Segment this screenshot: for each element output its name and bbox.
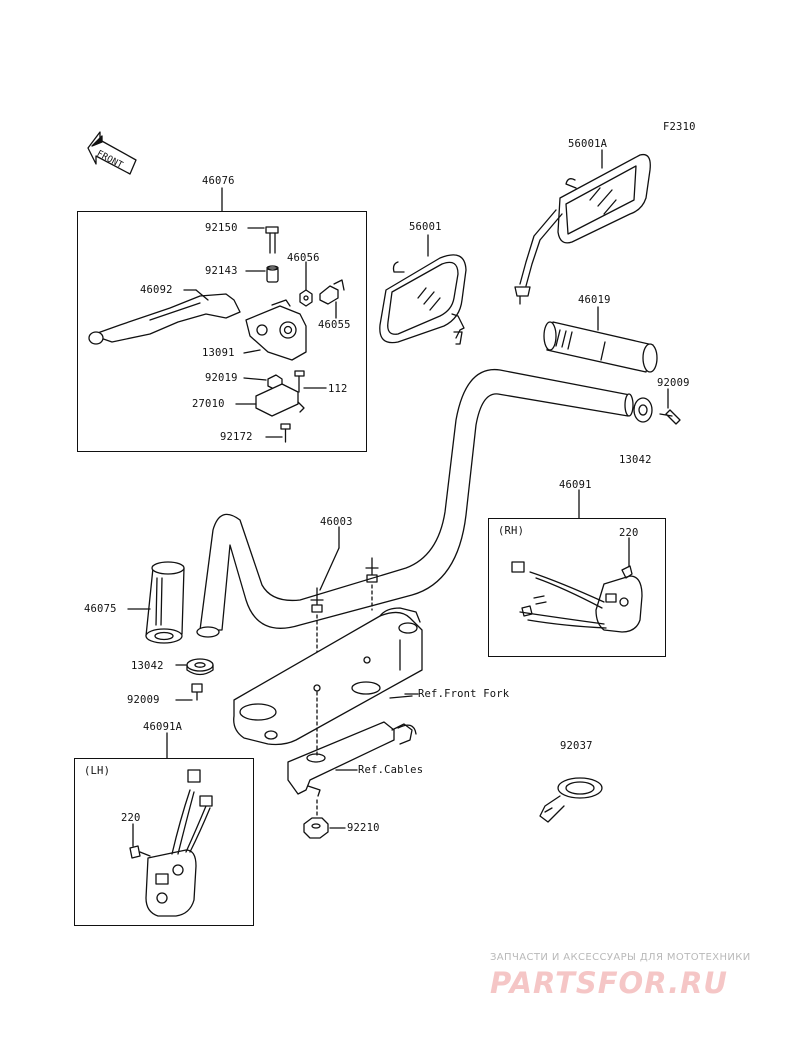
part-46091: 46091 — [559, 479, 592, 491]
right-switch-group-box — [488, 518, 666, 657]
left-bar-end — [186, 658, 214, 701]
part-92210: 92210 — [347, 822, 380, 834]
watermark-logo: PARTSFOR.RU — [490, 966, 728, 1000]
part-13091: 13091 — [202, 347, 235, 359]
part-92150: 92150 — [205, 222, 238, 234]
part-13042-right: 13042 — [619, 454, 652, 466]
part-46092: 46092 — [140, 284, 173, 296]
front-arrow-icon — [87, 131, 137, 175]
part-112: 112 — [328, 383, 348, 395]
leader-lines — [127, 149, 669, 847]
part-220-right: 220 — [619, 527, 639, 539]
right-grip-drawing — [543, 321, 658, 373]
part-46056: 46056 — [287, 252, 320, 264]
screw-92172-drawing — [280, 423, 291, 443]
lh-label: (LH) — [84, 765, 111, 777]
clutch-lever-group-box — [77, 211, 367, 452]
screw-112-drawing — [294, 370, 305, 393]
part-56001A: 56001A — [568, 138, 608, 150]
part-46019: 46019 — [578, 294, 611, 306]
part-46003: 46003 — [320, 516, 353, 528]
part-13042-left: 13042 — [131, 660, 164, 672]
clutch-holder-drawing — [245, 299, 307, 361]
part-92037: 92037 — [560, 740, 593, 752]
rh-label: (RH) — [498, 525, 525, 537]
part-46075: 46075 — [84, 603, 117, 615]
part-92019: 92019 — [205, 372, 238, 384]
part-56001: 56001 — [409, 221, 442, 233]
part-220-left: 220 — [121, 812, 141, 824]
adjuster-46055-drawing — [319, 279, 345, 305]
part-92143: 92143 — [205, 265, 238, 277]
nut-92210-drawing — [303, 799, 346, 839]
part-92009-right: 92009 — [657, 377, 690, 389]
ref-front-fork: Ref.Front Fork — [418, 688, 510, 700]
left-switch-group-box — [74, 758, 254, 926]
collar-92143-drawing — [266, 265, 279, 283]
part-46076: 46076 — [202, 175, 235, 187]
mirror-56001-drawing — [379, 254, 467, 345]
cable-guide-drawing — [287, 691, 419, 797]
right-switch-drawing — [511, 561, 643, 633]
switch-27010-drawing — [255, 383, 305, 417]
ref-cables: Ref.Cables — [358, 764, 424, 776]
bolt-92150-drawing — [265, 226, 279, 254]
part-92009-left: 92009 — [127, 694, 160, 706]
clutch-lever-drawing — [88, 293, 241, 345]
left-grip-drawing — [145, 561, 185, 644]
part-27010: 27010 — [192, 398, 225, 410]
mirror-56001A-drawing — [514, 153, 651, 305]
upper-bracket-drawing — [233, 607, 423, 746]
clamp-92037-drawing — [539, 777, 603, 823]
part-92172: 92172 — [220, 431, 253, 443]
watermark-subtitle: ЗАПЧАСТИ И АКСЕССУАРЫ ДЛЯ МОТОТЕХНИКИ — [490, 952, 751, 963]
part-46055: 46055 — [318, 319, 351, 331]
part-46091A: 46091A — [143, 721, 183, 733]
right-bar-end — [633, 397, 681, 425]
left-switch-drawing — [129, 769, 213, 917]
figure-code: F2310 — [663, 121, 696, 133]
